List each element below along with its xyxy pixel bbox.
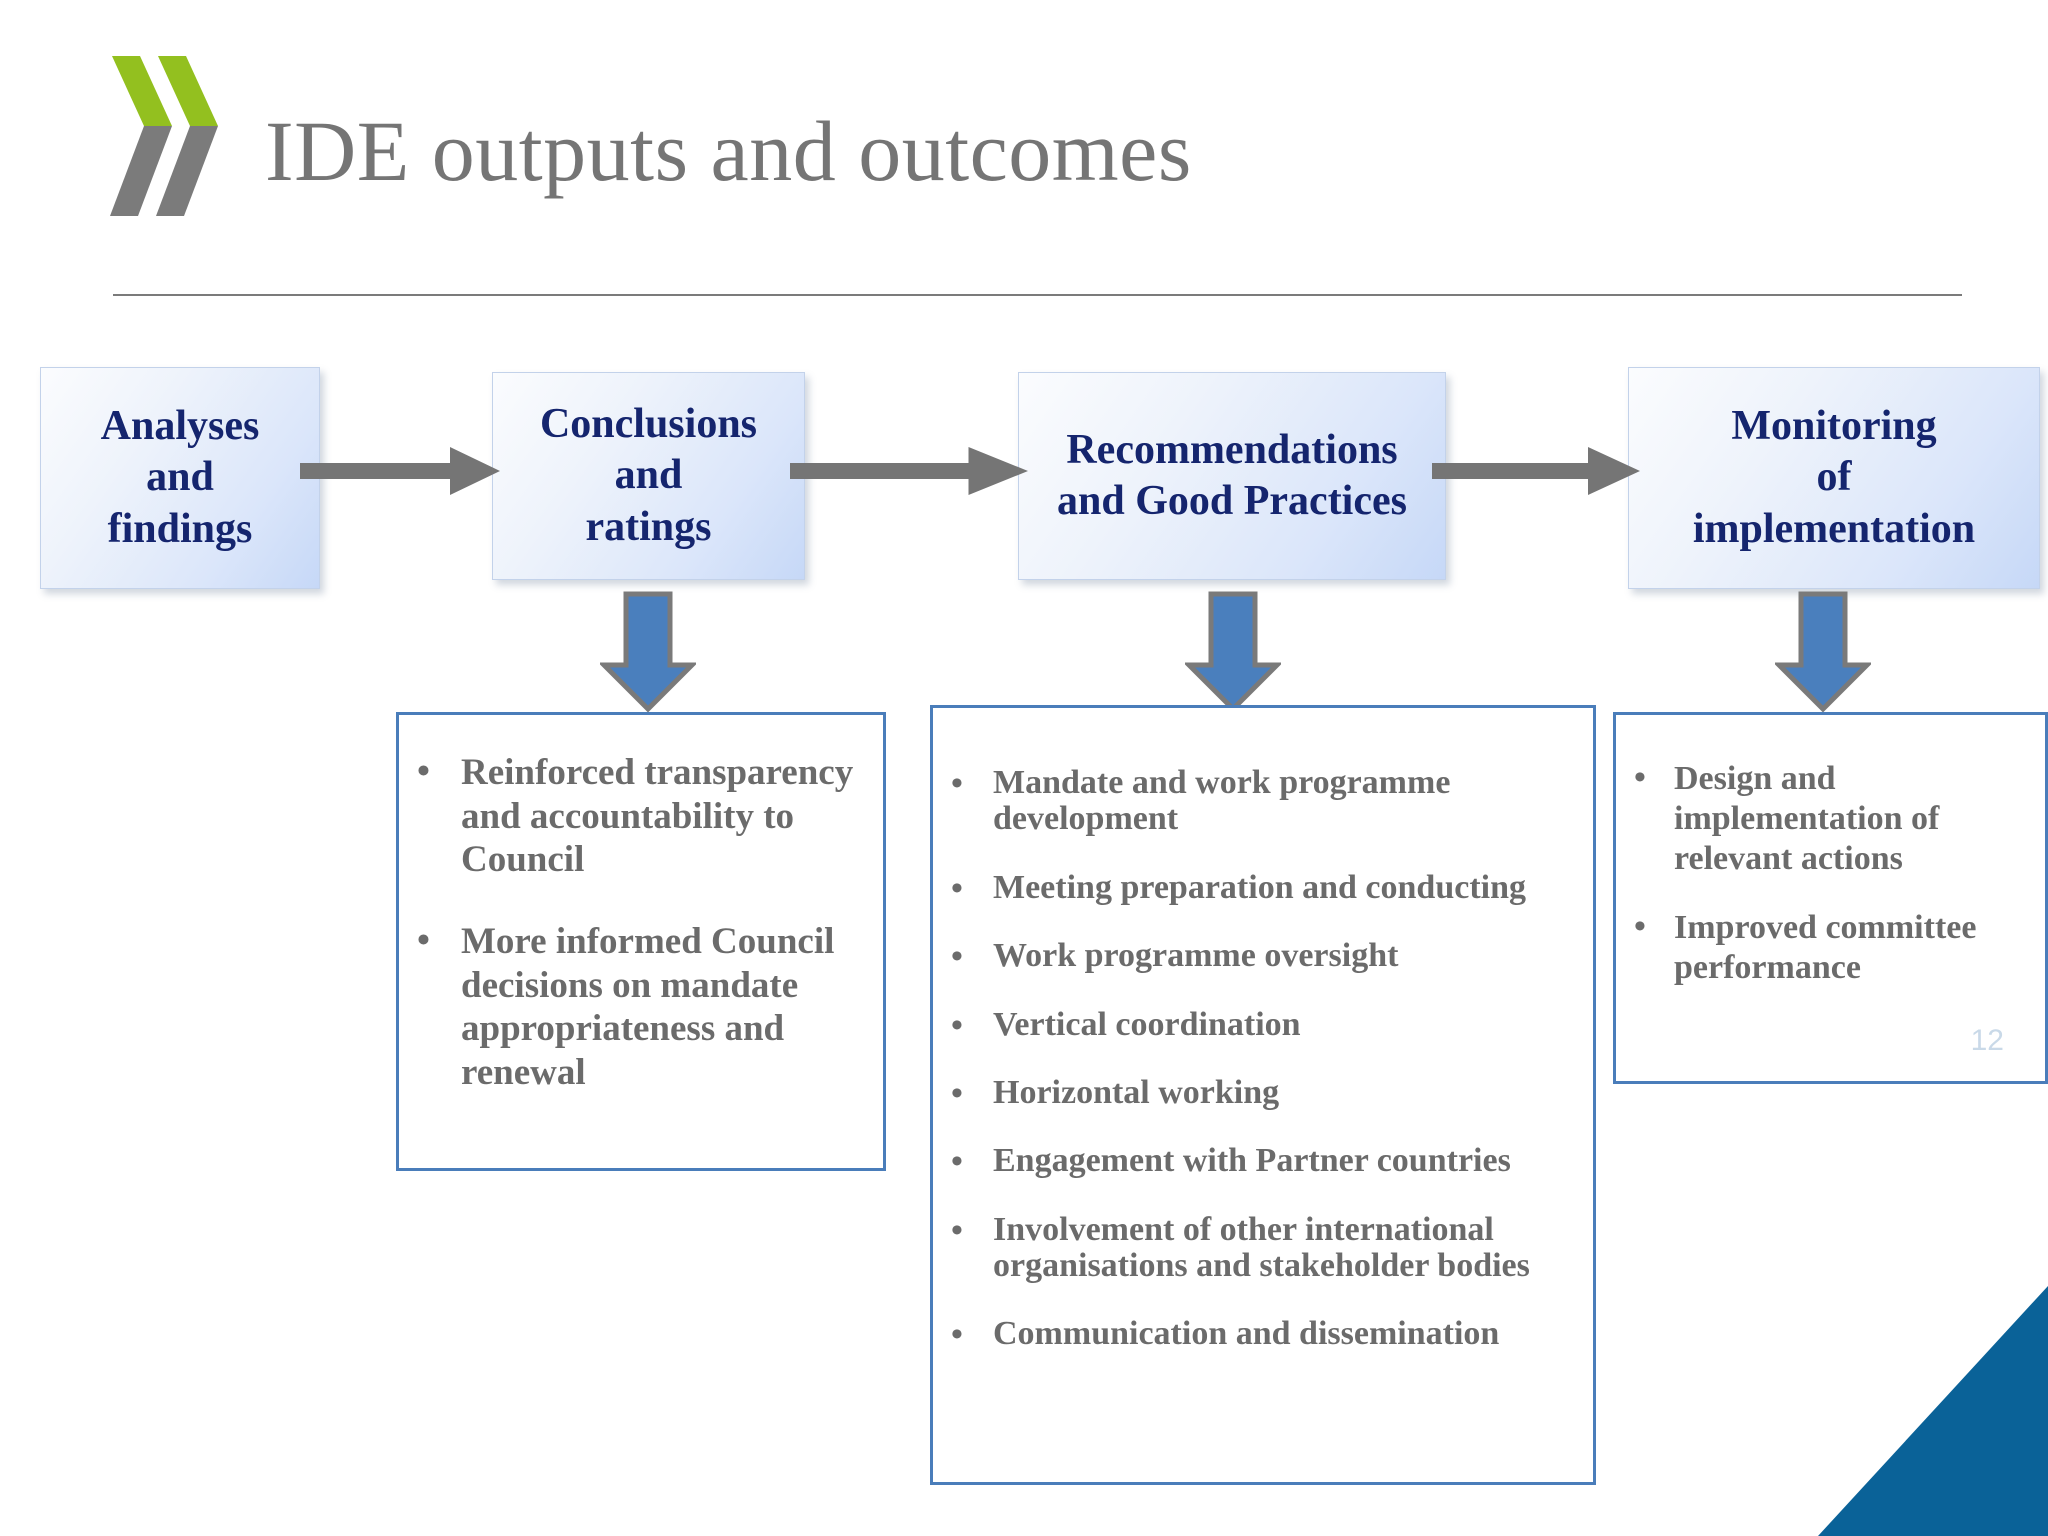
bullet-icon: • [951, 1143, 963, 1181]
down-arrow-icon [1185, 591, 1281, 713]
outcome-list: • Mandate and work programme development… [933, 708, 1593, 1353]
list-item-label: More informed Council decisions on manda… [461, 920, 835, 1093]
list-item-label: Vertical coordination [993, 1005, 1301, 1043]
bullet-icon: • [1634, 759, 1646, 796]
right-arrow-icon [1432, 443, 1640, 499]
right-arrow-icon [300, 443, 500, 499]
bullet-icon: • [417, 751, 430, 792]
list-item-label: Reinforced transparency and accountabili… [461, 752, 854, 881]
bullet-icon: • [951, 1316, 963, 1354]
corner-decoration [1818, 1286, 2048, 1536]
bullet-icon: • [951, 869, 963, 907]
bullet-icon: • [951, 938, 963, 976]
bullet-icon: • [1634, 908, 1646, 946]
page-title: IDE outputs and outcomes [265, 103, 1192, 199]
title-divider [113, 294, 1962, 296]
bullet-icon: • [951, 1006, 963, 1044]
list-item: • Improved committee performance [1634, 908, 2033, 988]
list-item: • Involvement of other international org… [951, 1210, 1577, 1285]
list-item: • Reinforced transparency and accountabi… [417, 751, 869, 882]
bullet-icon: • [951, 1074, 963, 1112]
list-item: • Design and implementation of relevant … [1634, 759, 2033, 878]
list-item-label: Design and implementation of relevant ac… [1674, 760, 1940, 877]
outcome-list: • Design and implementation of relevant … [1616, 715, 2045, 988]
list-item: • More informed Council decisions on man… [417, 920, 869, 1095]
list-item-label: Horizontal working [993, 1073, 1280, 1111]
list-item: • Communication and dissemination [951, 1315, 1577, 1354]
outcome-box-conclusions: • Reinforced transparency and accountabi… [396, 712, 886, 1171]
list-item: • Horizontal working [951, 1073, 1577, 1112]
list-item-label: Involvement of other international organ… [993, 1210, 1530, 1284]
bullet-icon: • [417, 919, 430, 961]
list-item-label: Meeting preparation and conducting [993, 868, 1527, 906]
outcome-list: • Reinforced transparency and accountabi… [399, 715, 883, 1095]
outcome-box-recommendations: • Mandate and work programme development… [930, 705, 1596, 1485]
outcome-box-monitoring: • Design and implementation of relevant … [1613, 712, 2048, 1084]
right-arrow-icon [790, 443, 1028, 499]
down-arrow-icon [600, 591, 696, 713]
list-item-label: Improved committee performance [1674, 909, 1977, 987]
bullet-icon: • [951, 765, 963, 802]
list-item-label: Mandate and work programme development [993, 764, 1451, 838]
down-arrow-icon [1775, 591, 1871, 713]
list-item: • Work programme oversight [951, 937, 1577, 976]
page-number: 12 [1970, 1024, 2004, 1057]
list-item: • Meeting preparation and conducting [951, 868, 1577, 907]
double-chevron-logo-icon [104, 48, 224, 228]
list-item-label: Engagement with Partner countries [993, 1142, 1511, 1180]
list-item: • Mandate and work programme development [951, 764, 1577, 838]
bullet-icon: • [951, 1211, 963, 1249]
list-item-label: Communication and dissemination [993, 1315, 1500, 1353]
list-item: • Engagement with Partner countries [951, 1142, 1577, 1181]
list-item: • Vertical coordination [951, 1005, 1577, 1044]
list-item-label: Work programme oversight [993, 937, 1399, 975]
